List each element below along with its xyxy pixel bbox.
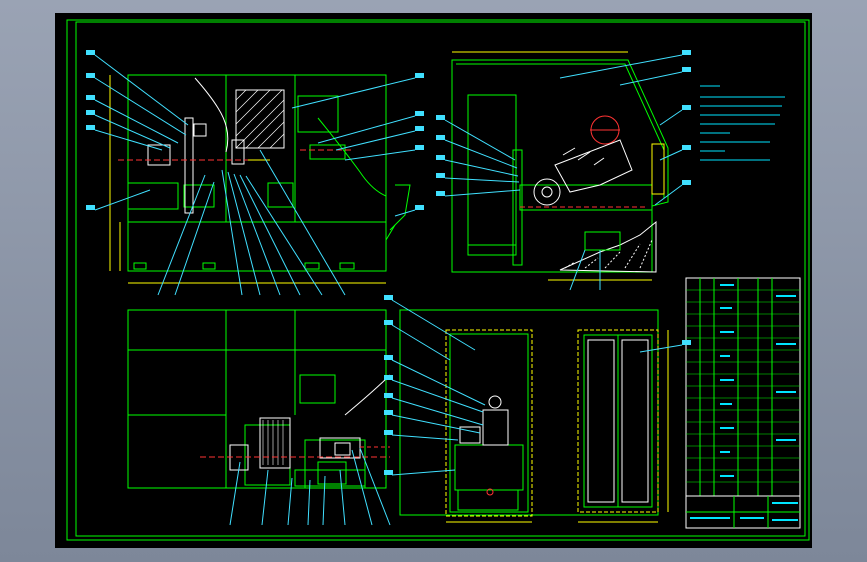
side-view bbox=[451, 51, 669, 281]
front-view-leaders bbox=[94, 54, 416, 296]
front-view bbox=[109, 74, 411, 284]
cad-drawing-canvas bbox=[66, 19, 810, 541]
hatched-window bbox=[235, 89, 285, 149]
balloon-tags bbox=[86, 50, 691, 475]
title-block bbox=[685, 277, 801, 529]
outer-border bbox=[66, 19, 810, 541]
plan-view bbox=[127, 309, 391, 489]
technical-notes bbox=[700, 85, 785, 161]
plan-view-leaders bbox=[229, 447, 391, 526]
parts-list-entries bbox=[690, 284, 798, 521]
side-view-leaders bbox=[444, 54, 683, 291]
inner-border bbox=[75, 21, 806, 537]
door-view bbox=[577, 329, 683, 523]
electrical-cabinet-view bbox=[399, 309, 659, 523]
cabinet-leaders bbox=[391, 299, 486, 476]
parts-list-rows bbox=[686, 289, 800, 483]
cad-sheet bbox=[55, 13, 812, 548]
